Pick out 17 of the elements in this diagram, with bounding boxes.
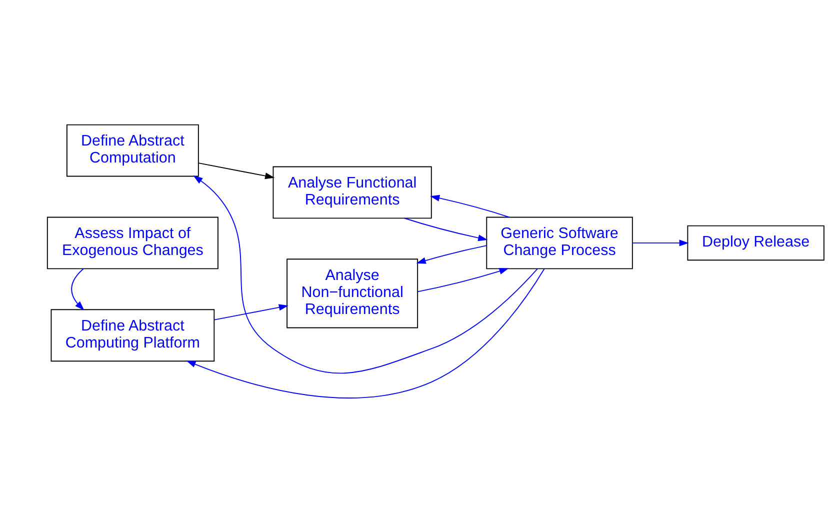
node-box: Define Abstract Computing Platform [50, 309, 215, 362]
node-box: Analyse Non−functional Requirements [286, 258, 418, 328]
arrow [71, 268, 84, 310]
node-box: Define Abstract Computation [66, 124, 199, 177]
arrow [632, 240, 689, 246]
arrow [198, 162, 275, 180]
arrow [416, 245, 488, 264]
arrow [214, 304, 288, 320]
node-box: Analyse Functional Requirements [272, 166, 432, 219]
node-box: Assess Impact of Exogenous Changes [46, 216, 218, 270]
arrow [193, 176, 538, 374]
arrow [186, 268, 545, 398]
arrow [404, 218, 488, 242]
arrow [430, 194, 510, 218]
node-box: Generic Software Change Process [486, 216, 633, 270]
arrow [417, 268, 509, 292]
node-box: Deploy Release [687, 225, 824, 261]
